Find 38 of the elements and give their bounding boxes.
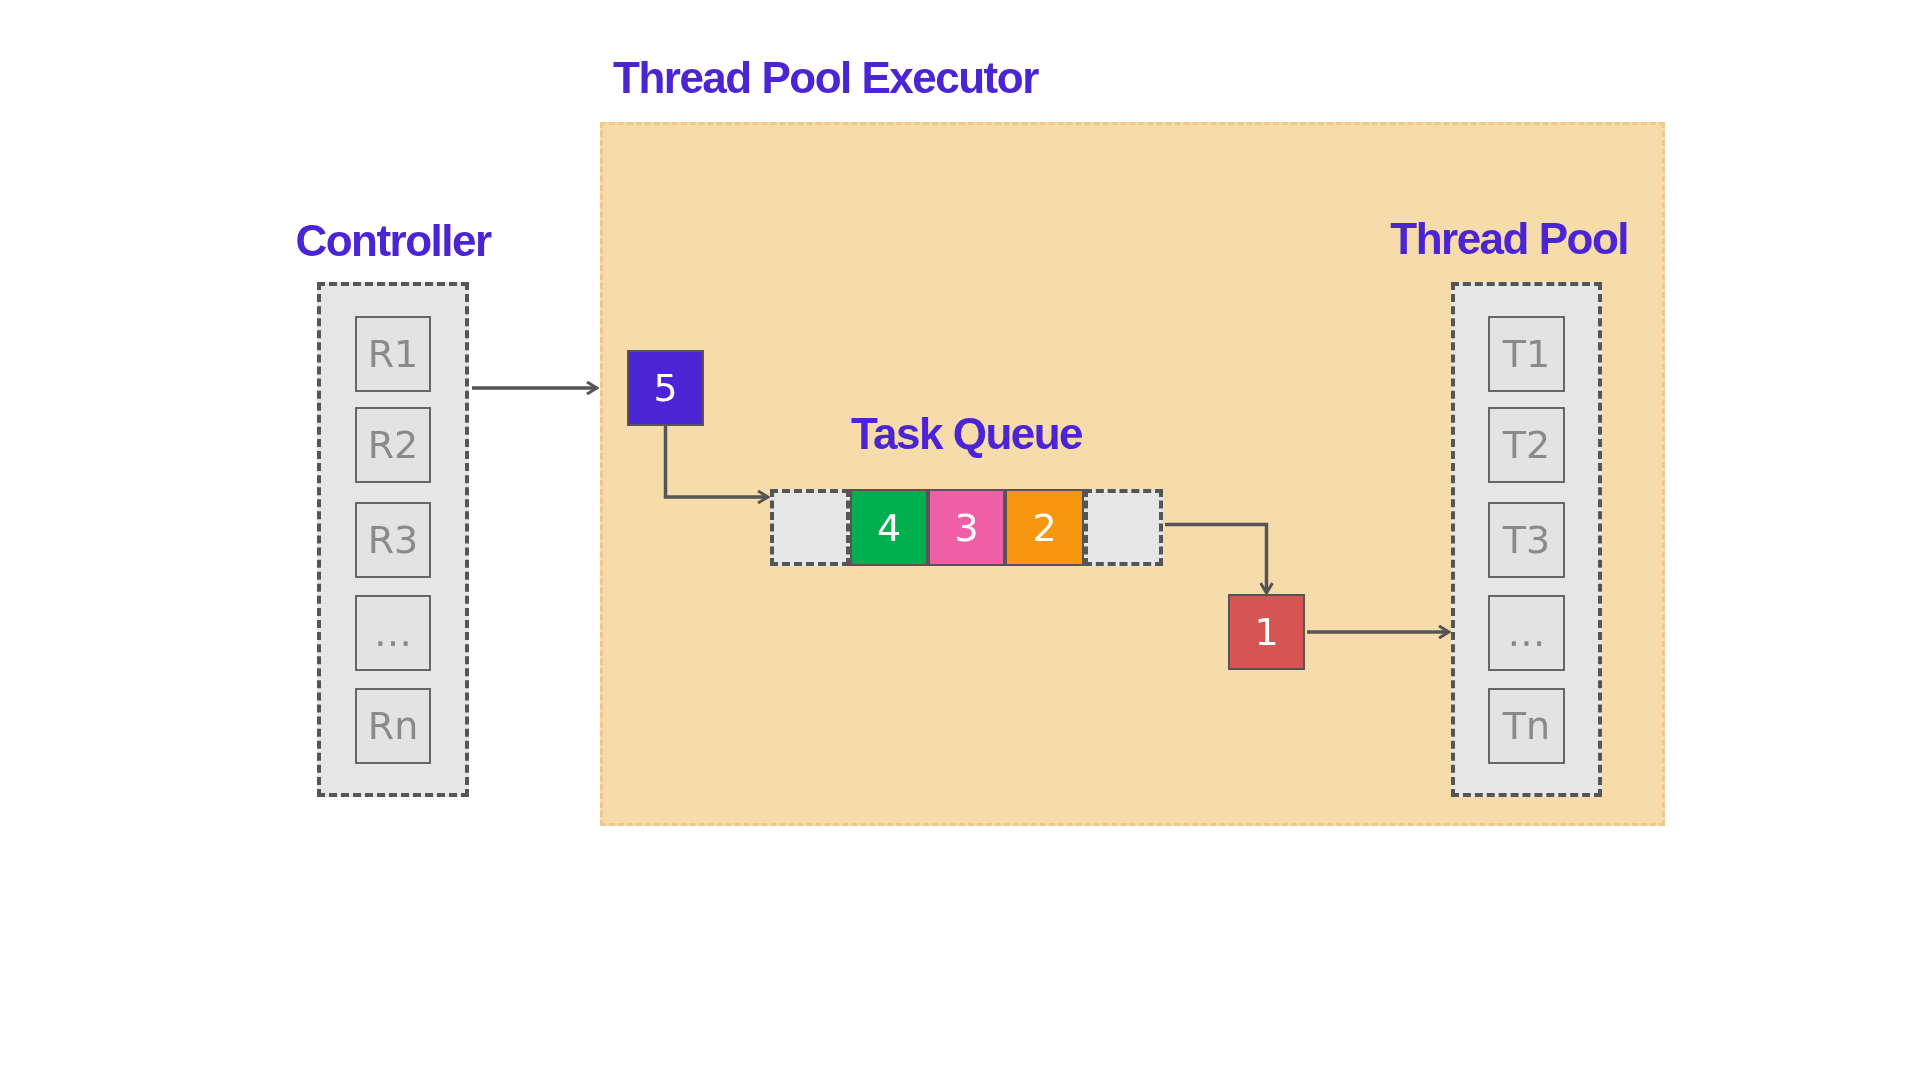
item-box <box>1488 595 1565 671</box>
item-label: Tn <box>1502 704 1551 748</box>
item-box <box>355 595 431 671</box>
item-label: 4 <box>876 505 902 550</box>
task-box <box>627 350 704 426</box>
arrow <box>472 380 599 396</box>
arrow <box>663 426 770 505</box>
item-label: R2 <box>367 423 419 467</box>
item-label: 3 <box>954 505 979 550</box>
task-box <box>928 489 1005 566</box>
item-label: 2 <box>1032 505 1057 550</box>
item-box <box>1488 316 1565 392</box>
item-label: … <box>1507 611 1546 655</box>
task-box <box>850 489 928 566</box>
arrow <box>1165 522 1274 595</box>
item-box <box>355 502 431 578</box>
item-box <box>1488 688 1565 764</box>
item-label: T2 <box>1502 423 1551 467</box>
item-box <box>1488 407 1565 483</box>
arrow <box>1307 624 1451 640</box>
item-label: Rn <box>367 704 419 748</box>
item-label: T3 <box>1502 518 1551 562</box>
item-label: 1 <box>1254 610 1279 654</box>
item-label: … <box>374 611 412 655</box>
item-label: 5 <box>653 366 678 410</box>
item-label: T1 <box>1502 332 1551 376</box>
item-box <box>355 407 431 483</box>
item-label: R3 <box>367 518 419 562</box>
item-box <box>355 688 431 764</box>
section-heading: Thread Pool <box>1390 214 1628 264</box>
task-box <box>1005 489 1084 566</box>
item-label: R1 <box>367 332 419 376</box>
section-heading: Task Queue <box>850 409 1083 459</box>
section-heading: Thread Pool Executor <box>613 53 1038 103</box>
section-heading: Controller <box>295 216 491 266</box>
item-box <box>1488 502 1565 578</box>
item-box <box>355 316 431 392</box>
task-box <box>1228 594 1305 670</box>
